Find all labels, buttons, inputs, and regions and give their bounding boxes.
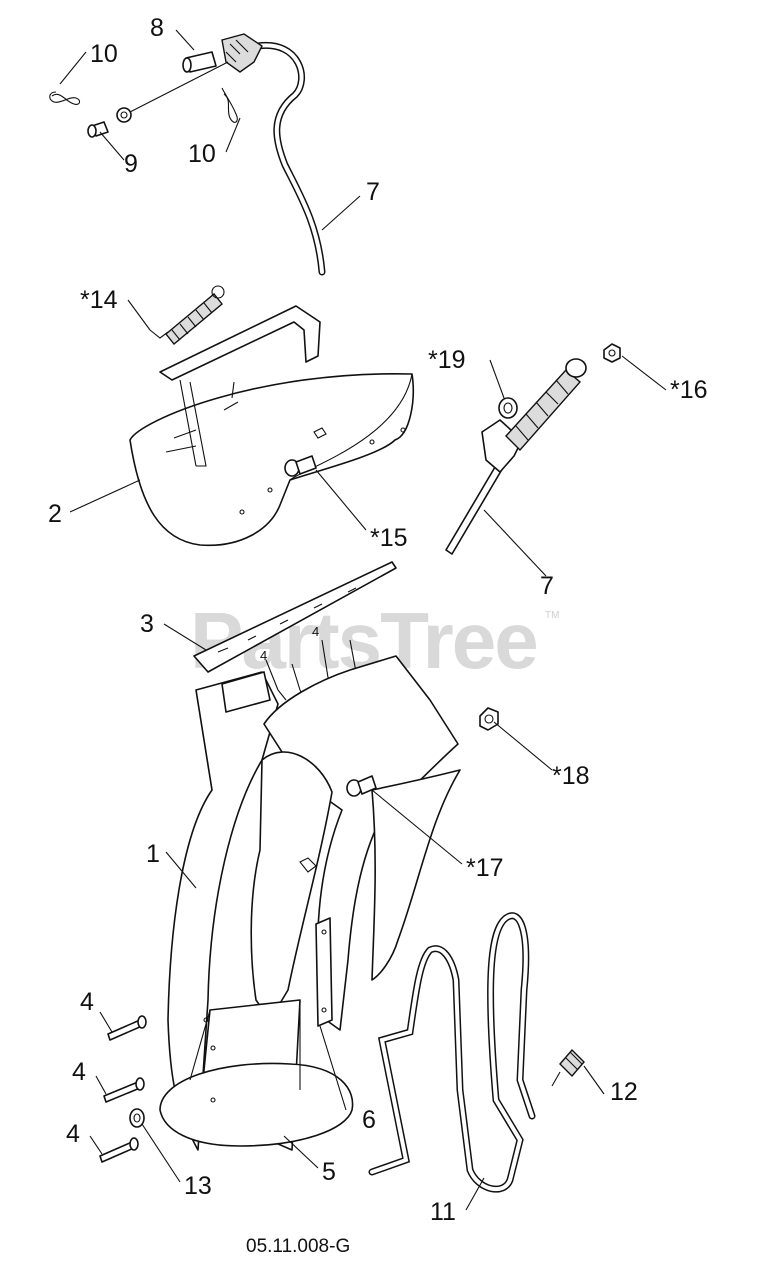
- part-cable-upper: [116, 33, 326, 276]
- part-bolt-17: [346, 775, 377, 797]
- callout-11: 11: [430, 1198, 456, 1226]
- callout-7-crank: 7: [540, 572, 554, 600]
- callout-12: 12: [610, 1078, 638, 1106]
- callout-19: *19: [428, 346, 466, 374]
- callout-10-right: 10: [188, 140, 216, 168]
- callout-4-left-b: 4: [72, 1058, 86, 1086]
- callout-4-left-a: 4: [80, 988, 94, 1016]
- callout-4-top-a: 4: [260, 648, 267, 663]
- part-nut-18: [479, 707, 499, 731]
- part-crank: [445, 358, 587, 555]
- part-pin: [87, 121, 109, 138]
- part-bracket: [315, 917, 333, 1027]
- part-clip-right: [221, 87, 238, 123]
- part-washer-13: [129, 1108, 145, 1128]
- part-rivets-left: [99, 1015, 147, 1163]
- callout-17: *17: [466, 854, 504, 882]
- callout-13: 13: [184, 1172, 212, 1200]
- leader-lines: [59, 29, 667, 1211]
- document-number: 05.11.008-G: [246, 1236, 350, 1257]
- watermark-trademark: TM: [545, 610, 559, 621]
- part-bolt-15: [284, 455, 317, 477]
- callout-5: 5: [322, 1158, 336, 1186]
- part-deflector: [129, 305, 414, 547]
- callout-9: 9: [124, 150, 138, 178]
- part-spring-upper: [149, 285, 225, 345]
- callout-6: 6: [362, 1106, 376, 1134]
- callout-4-left-c: 4: [66, 1120, 80, 1148]
- callout-15: *15: [370, 524, 408, 552]
- part-nut-16: [603, 343, 621, 363]
- callout-4-top-b: 4: [312, 624, 319, 639]
- part-clip-left: [49, 91, 81, 105]
- callout-3: 3: [140, 610, 154, 638]
- callout-16: *16: [670, 376, 708, 404]
- callout-8: 8: [150, 14, 164, 42]
- part-chute: [159, 655, 461, 1151]
- part-strip: [193, 561, 397, 673]
- part-spring-12: [551, 1048, 585, 1087]
- callout-2: 2: [48, 500, 62, 528]
- callout-14: *14: [80, 286, 118, 314]
- callout-7-cable: 7: [366, 178, 380, 206]
- callout-1: 1: [146, 840, 160, 868]
- part-washer: [498, 397, 518, 419]
- part-crank-rod: [368, 912, 536, 1193]
- callout-18: *18: [552, 762, 590, 790]
- part-sleeve: [182, 51, 217, 73]
- callout-10-left: 10: [90, 40, 118, 68]
